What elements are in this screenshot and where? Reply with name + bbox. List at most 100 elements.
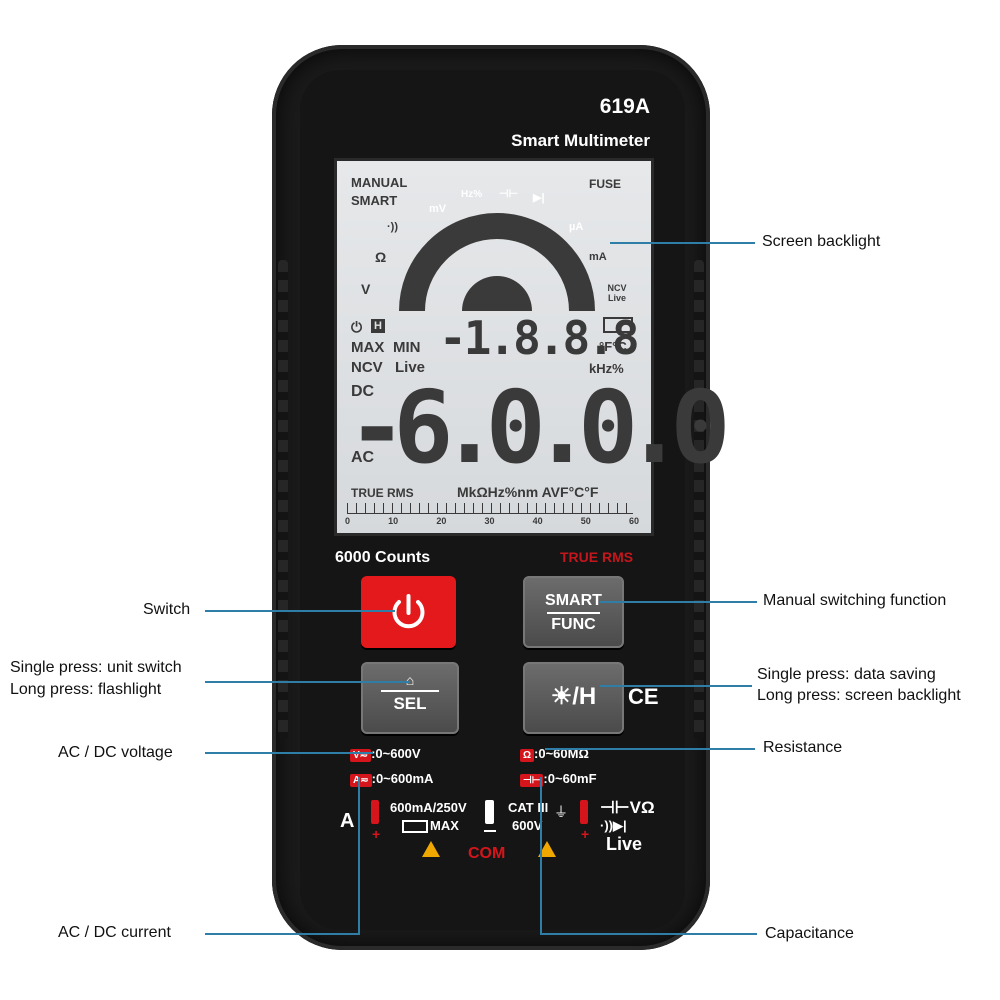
com-minus-icon [484,830,496,832]
lcd-mode-smart: SMART [351,193,398,208]
voltage-chip: V≂ [350,749,372,762]
lcd-ncv: NCV [351,359,383,376]
fuse-icon [402,820,428,833]
lcd-fuse-indicator: FUSE [589,177,622,191]
com-jack[interactable] [485,800,494,824]
warning-icon-left [422,841,440,857]
callout-ac-dc-voltage: AC / DC voltage [58,744,173,761]
callout-line-voltage [205,752,373,754]
backlight-hold-button[interactable]: ☀/H [523,662,624,734]
scale-20: 20 [436,516,447,526]
callout-capacitance: Capacitance [765,925,854,942]
lcd-arc-mv: mV [429,203,447,215]
callout-line-capacitance [540,933,757,935]
v-ohm-jack[interactable] [580,800,588,824]
lcd-main-reading: -6.0.0.0 [347,369,731,486]
lcd-unit-row: MkΩHz%nm AVF°C°F [457,484,599,500]
lcd-scale-labels: 0 10 20 30 40 50 60 [345,516,639,526]
current-range: :0~600mA [371,771,434,786]
callout-ac-dc-current: AC / DC current [58,924,171,941]
callout-line-sel [205,681,410,683]
battery-icon [603,317,633,333]
func-label: FUNC [551,616,596,633]
lcd-arc-ncv: NCV Live [607,283,627,303]
lcd-min: MIN [393,339,421,356]
model-number: 619A [599,95,650,118]
lcd-arc-diode: ▶| [533,192,545,204]
lcd-live: Live [395,359,426,376]
smart-func-button[interactable]: SMART FUNC [523,576,624,648]
com-label: COM [468,845,506,862]
callout-hold-line1: Single press: data saving [757,666,936,683]
callout-line-hold [600,685,752,687]
live-label: Live [606,834,643,854]
lcd-khz-unit: kHz% [589,361,624,376]
lcd-bar-scale [347,503,633,514]
callout-manual-switching: Manual switching function [763,592,947,609]
callout-line-current [205,933,360,935]
true-rms-label: TRUE RMS [560,549,634,565]
arc-center [462,276,532,311]
lcd-power-icon: ⏻ [351,319,363,335]
terminal-a-label: A [340,810,355,832]
callout-resistance: Resistance [763,739,843,756]
voltage-spec: V≂:0~600V [350,745,421,763]
capacitance-range: :0~60mF [543,771,597,786]
lcd-arc-ma: mA [589,251,607,263]
flashlight-icon: ⌂ [405,672,415,688]
lcd-arc-ua: µA [569,221,584,233]
lcd-max: MAX [351,339,385,356]
a-rating-1: 600mA/250V [390,800,467,815]
lcd-temp-unit: °F°C [599,339,627,354]
cat-rating-1: CAT III [508,800,549,815]
vohm-symbols-1: ⊣⊢VΩ [600,798,655,817]
range-arc [399,213,595,312]
lcd-sub-reading: -1.8.8.8 [439,311,640,365]
lcd-hold-indicator: H [371,319,385,333]
sel-divider [381,690,439,692]
callout-line-resistance [545,748,755,750]
callout-vline-capacitance [540,777,542,935]
power-icon [392,594,425,629]
ce-mark: CE [628,684,659,709]
scale-0: 0 [345,516,351,526]
grip-ridges-left [278,260,288,740]
v-plus-icon: + [581,826,590,842]
smart-label: SMART [545,592,602,609]
counts-label: 6000 Counts [335,549,431,566]
callout-line-backlight [610,242,755,244]
grip-ridges-right [694,260,704,740]
scale-60: 60 [628,516,639,526]
lcd-mode-manual: MANUAL [351,175,408,190]
lcd-ac: AC [351,449,375,466]
warning-icon-right [538,841,556,857]
scale-40: 40 [532,516,543,526]
lcd-arc-cap: ⊣⊢ [499,188,519,200]
cat-rating-2: 600V [512,818,543,833]
callout-hold-line2: Long press: screen backlight [757,687,961,704]
a-rating-2: MAX [430,818,459,833]
scale-10: 10 [388,516,399,526]
capacitance-spec: ⊣⊢:0~60mF [520,770,597,788]
sel-button[interactable]: ⌂ SEL [361,662,459,734]
a-jack[interactable] [371,800,379,824]
callout-switch: Switch [143,601,191,618]
callout-sel-line1: Single press: unit switch [10,659,182,676]
resistance-chip: Ω [520,749,535,762]
product-subtitle: Smart Multimeter [511,131,650,150]
sel-label: SEL [393,694,427,713]
scale-50: 50 [580,516,591,526]
power-button[interactable] [361,576,456,648]
callout-sel-line2: Long press: flashlight [10,681,162,698]
vohm-symbols-2: ·))▶| [600,818,627,833]
lcd-continuity: ·)) [387,221,398,233]
lcd-true-rms: TRUE RMS [351,486,414,500]
lcd-graphics [399,213,595,312]
lcd-volt: V [361,281,371,297]
callout-line-manual [600,601,757,603]
callout-vline-current [358,777,360,935]
lcd-ohm: Ω [375,249,387,265]
smart-divider [547,612,600,614]
callout-line-switch [205,610,395,612]
ground-icon: ⏚ [554,804,568,820]
